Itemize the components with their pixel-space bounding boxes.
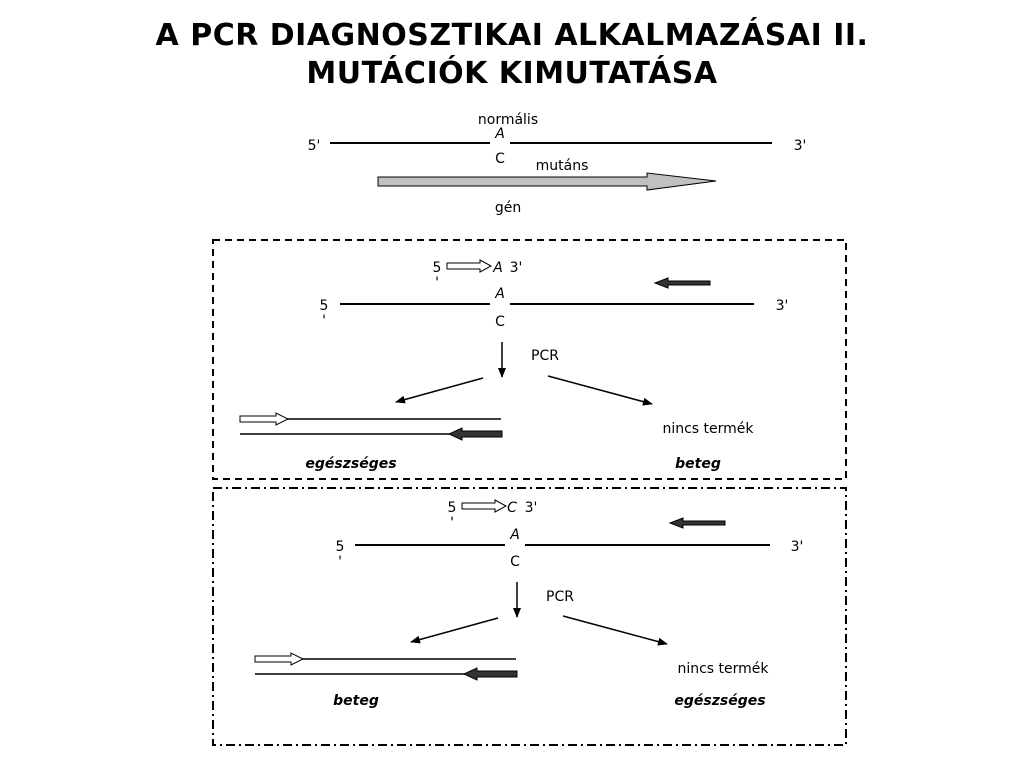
top-base-mutant: C — [495, 151, 505, 167]
p1-primer-5: 5 — [433, 260, 442, 276]
p2-arrow-right — [562, 615, 668, 646]
p1-template-5-tick: ' — [322, 313, 326, 329]
panel-2-border — [212, 487, 847, 746]
mutant-label: mutáns — [536, 158, 589, 174]
title-line-2: MUTÁCIÓK KIMUTATÁSA — [306, 56, 718, 91]
p1-product-reverse-primer — [447, 427, 503, 441]
p2-forward-primer-arrow — [461, 499, 508, 513]
top-base-normal: A — [494, 126, 505, 142]
p2-right-result: egészséges — [674, 693, 765, 709]
p2-arrow-left — [410, 617, 499, 644]
p1-pcr-label: PCR — [531, 348, 559, 364]
p2-primer-5: 5 — [448, 500, 457, 516]
gene-arrow — [377, 172, 717, 191]
p2-primer-base: C — [507, 500, 517, 516]
top-5-end: 5' — [308, 138, 321, 154]
title-line-1: A PCR DIAGNOSZTIKAI ALKALMAZÁSAI II. — [155, 18, 869, 53]
p2-template-5: 5 — [336, 539, 345, 555]
p1-arrow-left — [395, 377, 484, 404]
p2-product-reverse-primer — [462, 667, 518, 681]
p1-forward-primer-arrow — [446, 259, 493, 273]
p1-primer-5-tick: ' — [435, 275, 439, 291]
panel-1: 5 ' A 3' 5 ' A C 3' PCR nincs termék egé… — [212, 239, 847, 480]
panel-1-border — [212, 239, 847, 480]
p1-primer-3: 3' — [510, 260, 523, 276]
p1-template-5: 5 — [320, 298, 329, 314]
p2-base-mutant: C — [510, 554, 520, 570]
panel-2: 5 ' C 3' 5 ' A C 3' PCR nincs termék bet… — [212, 487, 847, 746]
p1-base-mutant: C — [495, 314, 505, 330]
p1-base-normal: A — [494, 286, 505, 302]
p2-no-product: nincs termék — [677, 661, 769, 677]
p1-right-result: beteg — [675, 456, 721, 472]
top-3-end: 3' — [794, 138, 807, 154]
p1-arrow-right — [547, 375, 653, 406]
p2-reverse-primer-arrow — [668, 517, 726, 529]
p1-reverse-primer-arrow — [653, 277, 711, 289]
p1-left-result: egészséges — [305, 456, 396, 472]
p1-no-product: nincs termék — [662, 421, 754, 437]
p2-template-5-tick: ' — [338, 554, 342, 570]
normal-label: normális — [478, 112, 538, 128]
top-gene: normális 5' A C 3' mutáns gén — [308, 112, 807, 216]
p2-product-forward-primer — [254, 652, 305, 666]
p2-primer-5-tick: ' — [450, 515, 454, 531]
p2-primer-3: 3' — [525, 500, 538, 516]
p2-base-normal: A — [509, 527, 520, 543]
p2-template-3: 3' — [791, 539, 804, 555]
p1-template-3: 3' — [776, 298, 789, 314]
p1-product-forward-primer — [239, 412, 290, 426]
p2-left-result: beteg — [333, 693, 379, 709]
p1-primer-base: A — [492, 260, 503, 276]
gene-label: gén — [495, 200, 521, 216]
p2-pcr-label: PCR — [546, 589, 574, 605]
